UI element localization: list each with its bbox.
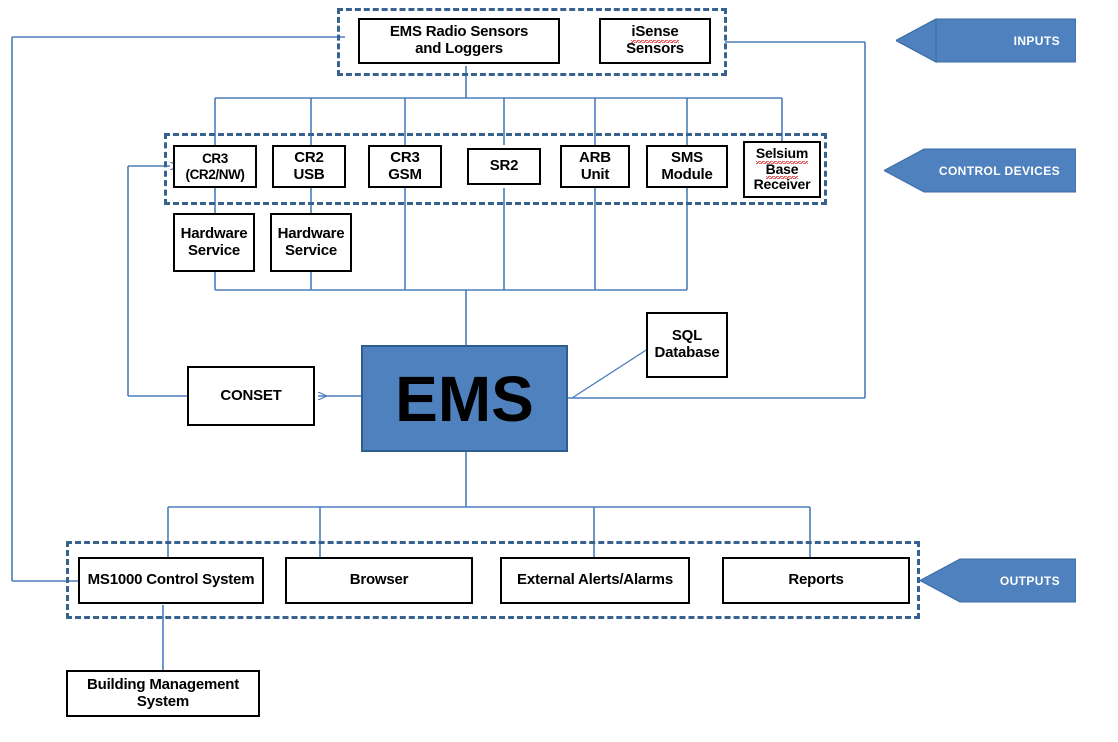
node-label: External Alerts/Alarms [517,571,673,589]
node-building-management-system[interactable]: Building Management System [66,670,260,717]
node-ems-radio-sensors[interactable]: EMS Radio Sensors and Loggers [358,18,560,64]
node-label: Building Management System [86,675,240,711]
node-line-2: Base [765,160,799,179]
node-line-1: Hardware [277,224,345,242]
node-conset[interactable]: CONSET [187,366,315,426]
node-cr2-usb[interactable]: CR2 USB [272,145,346,188]
node-line-1: EMS Radio Sensors [389,23,529,41]
node-line-2: System [136,692,190,710]
node-browser[interactable]: Browser [285,557,473,604]
node-line-2: Service [285,241,337,259]
node-label: ARB Unit [579,148,611,184]
node-line-1: CR3 [202,151,228,167]
node-line-1: Building Management [86,675,240,693]
node-label: Selsium Base Receiver [753,144,811,193]
left-arrow-icon [920,558,1076,603]
node-label: Hardware Service [277,224,345,260]
node-line-2: Service [188,241,240,259]
node-line-1: Selsium [755,144,809,164]
node-selsium-base-receiver[interactable]: Selsium Base Receiver [743,141,821,198]
left-arrow-icon [896,18,1076,63]
node-isense-sensors[interactable]: iSense Sensors [599,18,711,64]
node-line-1: CR3 [390,148,420,166]
callout-label: CONTROL DEVICES [938,163,1060,178]
node-line-2: Sensors [626,40,684,57]
node-cr3-cr2nw[interactable]: CR3 (CR2/NW) [173,145,257,188]
callout-label: OUTPUTS [999,573,1060,588]
callout-control-devices[interactable]: CONTROL DEVICES [884,147,1076,194]
node-external-alerts-alarms[interactable]: External Alerts/Alarms [500,557,690,604]
node-ms1000-control-system[interactable]: MS1000 Control System [78,557,264,604]
node-line-1: Hardware [180,224,248,242]
node-line-2: Database [654,344,720,361]
node-label: CR2 USB [293,148,325,184]
node-line-2: USB [293,165,325,183]
inputs-group [337,8,727,76]
node-line-2: (CR2/NW) [185,166,245,182]
node-hardware-service-2[interactable]: Hardware Service [270,213,352,272]
node-sr2[interactable]: SR2 [467,148,541,185]
node-label: Reports [788,571,844,589]
node-label: Hardware Service [180,224,248,260]
control-devices-group [164,133,827,205]
node-line-2: and Loggers [415,40,503,57]
node-label: SR2 [489,157,519,175]
node-line-2: Unit [580,165,610,183]
node-sms-module[interactable]: SMS Module [646,145,728,188]
node-label: SQL Database [654,327,720,362]
node-label: SMS Module [661,148,713,184]
node-line-1: ARB [579,148,611,166]
node-arb-unit[interactable]: ARB Unit [560,145,630,188]
node-label: CR3 (CR2/NW) [185,151,244,181]
node-label: iSense Sensors [626,23,684,58]
callout-label: INPUTS [1013,33,1060,48]
node-label: CONSET [220,386,282,404]
node-hardware-service-1[interactable]: Hardware Service [173,213,255,272]
node-line-2: Module [661,165,713,183]
node-label: EMS Radio Sensors and Loggers [389,23,529,58]
node-sql-database[interactable]: SQL Database [646,312,728,378]
callout-inputs[interactable]: INPUTS [896,17,1076,64]
node-line-1: SQL [671,327,703,345]
node-label: MS1000 Control System [87,571,255,589]
outputs-group [66,541,920,619]
callout-outputs[interactable]: OUTPUTS [920,557,1076,604]
node-cr3-gsm[interactable]: CR3 GSM [368,145,442,188]
node-reports[interactable]: Reports [722,557,910,604]
node-line-1: CR2 [294,148,324,166]
node-ems-core[interactable]: EMS [361,345,568,452]
node-line-1: SMS [671,148,703,166]
ems-label: EMS [395,362,534,435]
node-line-3: Receiver [753,176,811,193]
node-label: Browser [349,571,409,589]
node-line-2: GSM [388,165,422,183]
node-line-1: iSense [631,23,679,43]
left-arrow-icon [884,148,1076,193]
node-label: CR3 GSM [388,148,422,184]
